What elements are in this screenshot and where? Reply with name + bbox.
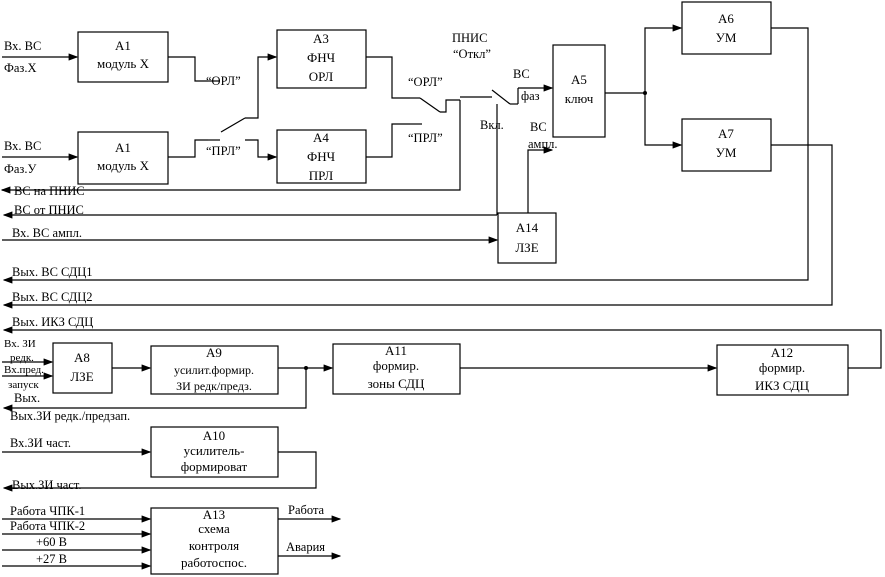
label-vs-na-pnis: ВС на ПНИС <box>14 184 85 198</box>
block-a13-line4: работоспос. <box>181 555 247 570</box>
block-a13: А13 схема контроля работоспос. <box>150 507 279 575</box>
block-a7-line2: УМ <box>716 145 737 160</box>
block-a1-x-line2: модуль Х <box>97 56 150 71</box>
label-rabota-chpk2: Работа ЧПК-2 <box>10 519 85 533</box>
label-vx-pred-zapusk: запуск <box>8 379 39 391</box>
label-prl-2: “ПРЛ” <box>408 131 443 145</box>
block-a14-line1: А14 <box>516 220 539 235</box>
label-faz-x: Фаз.Х <box>4 61 37 75</box>
label-otkl: “Откл” <box>453 47 491 61</box>
block-a1-y-line1: А1 <box>115 140 131 155</box>
label-avaria: Авария <box>286 540 325 554</box>
block-a9: А9 усилит.формир. ЗИ редк/предз. <box>150 345 279 395</box>
block-a4-line2: ФНЧ <box>307 149 336 164</box>
block-a13-line2: схема <box>198 521 230 536</box>
label-vx-zi: Вх. ЗИ <box>4 338 36 350</box>
block-a10: А10 усилитель- формироват <box>150 426 279 478</box>
block-a10-line3: формироват <box>181 459 248 474</box>
block-a3-line3: ОРЛ <box>309 69 334 84</box>
block-a11-line2: формир. <box>373 358 419 373</box>
label-vyx-zi-red-pred: Вых.ЗИ редк./предзап. <box>10 409 130 423</box>
block-a12-line1: А12 <box>771 345 793 360</box>
label-vs-ampl-2: ампл. <box>528 137 558 151</box>
label-plus27: +27 В <box>36 552 67 566</box>
label-orl-2: “ОРЛ” <box>408 75 443 89</box>
label-vx-zi-red: редк. <box>10 352 34 364</box>
block-a7: А7 УМ <box>681 118 772 172</box>
label-vkl: Вкл. <box>480 118 504 132</box>
block-a9-line3: ЗИ редк/предз. <box>176 379 252 393</box>
block-a6-line1: А6 <box>718 11 734 26</box>
block-a1-y-line2: модуль Х <box>97 158 150 173</box>
block-a7-line1: А7 <box>718 126 734 141</box>
block-a3-line2: ФНЧ <box>307 50 336 65</box>
block-a12-line2: формир. <box>759 360 805 375</box>
block-a6-line2: УМ <box>716 30 737 45</box>
block-a9-line1: А9 <box>206 345 222 360</box>
block-a13-line3: контроля <box>189 538 239 553</box>
block-a11-line3: зоны СДЦ <box>368 376 425 391</box>
label-vyx-vs-sdc1: Вых. ВС СДЦ1 <box>12 265 93 279</box>
wires-lower <box>2 358 718 570</box>
label-vyx: Вых. <box>14 391 40 405</box>
block-a14-line2: ЛЗЕ <box>515 240 538 255</box>
label-faz-a5: фаз <box>521 89 540 103</box>
block-a4: А4 ФНЧ ПРЛ <box>276 129 367 184</box>
label-vx-pred: Вх.пред. <box>4 364 44 376</box>
block-a6: А6 УМ <box>681 1 772 55</box>
block-a8-line1: А8 <box>74 350 90 365</box>
block-a11-line1: А11 <box>385 343 407 358</box>
signal-labels: Вх. ВС Фаз.Х Вх. ВС Фаз.У “ОРЛ” “ПРЛ” “О… <box>4 31 558 566</box>
label-prl-1: “ПРЛ” <box>206 144 241 158</box>
label-vs-ampl-1: ВС <box>530 120 547 134</box>
block-a1-x: А1 модуль Х <box>77 31 169 83</box>
block-a4-line1: А4 <box>313 130 329 145</box>
label-orl-1: “ОРЛ” <box>206 74 241 88</box>
block-a3: А3 ФНЧ ОРЛ <box>276 29 367 89</box>
block-a5: А5 ключ <box>552 44 606 138</box>
label-vx-vs-1: Вх. ВС <box>4 39 41 53</box>
block-a5-line2: ключ <box>565 91 594 106</box>
label-vyx-ikz-sdc: Вых. ИКЗ СДЦ <box>12 315 93 329</box>
block-a9-line2: усилит.формир. <box>174 363 254 377</box>
label-vx-vs-ampl: Вх. ВС ампл. <box>12 226 82 240</box>
label-faz-y: Фаз.У <box>4 162 36 176</box>
label-vyx-zi-chast: Вых.ЗИ част. <box>12 478 82 492</box>
label-vs-a5: ВС <box>513 67 530 81</box>
block-a8: А8 ЛЗЕ <box>52 342 113 394</box>
block-a11: А11 формир. зоны СДЦ <box>332 343 461 395</box>
block-a5-line1: А5 <box>571 72 587 87</box>
label-vs-ot-pnis: ВС от ПНИС <box>14 203 84 217</box>
block-a4-line3: ПРЛ <box>309 168 334 183</box>
block-a1-y: А1 модуль Х <box>77 131 169 185</box>
block-a3-line1: А3 <box>313 31 329 46</box>
label-vx-zi-chast: Вх.ЗИ част. <box>10 436 71 450</box>
block-a1-x-line1: А1 <box>115 38 131 53</box>
wires-upper <box>0 24 882 369</box>
label-rabota: Работа <box>288 503 325 517</box>
block-a8-line2: ЛЗЕ <box>70 369 93 384</box>
block-a10-line2: усилитель- <box>184 443 245 458</box>
label-vx-vs-2: Вх. ВС <box>4 139 41 153</box>
label-plus60: +60 В <box>36 535 67 549</box>
block-a12: А12 формир. ИКЗ СДЦ <box>716 344 849 396</box>
block-a12-line3: ИКЗ СДЦ <box>755 378 810 393</box>
block-a13-line1: А13 <box>203 507 225 522</box>
block-a14: А14 ЛЗЕ <box>497 212 557 264</box>
label-pnis: ПНИС <box>452 31 487 45</box>
block-a10-line1: А10 <box>203 428 225 443</box>
label-rabota-chpk1: Работа ЧПК-1 <box>10 504 85 518</box>
label-vyx-vs-sdc2: Вых. ВС СДЦ2 <box>12 290 93 304</box>
